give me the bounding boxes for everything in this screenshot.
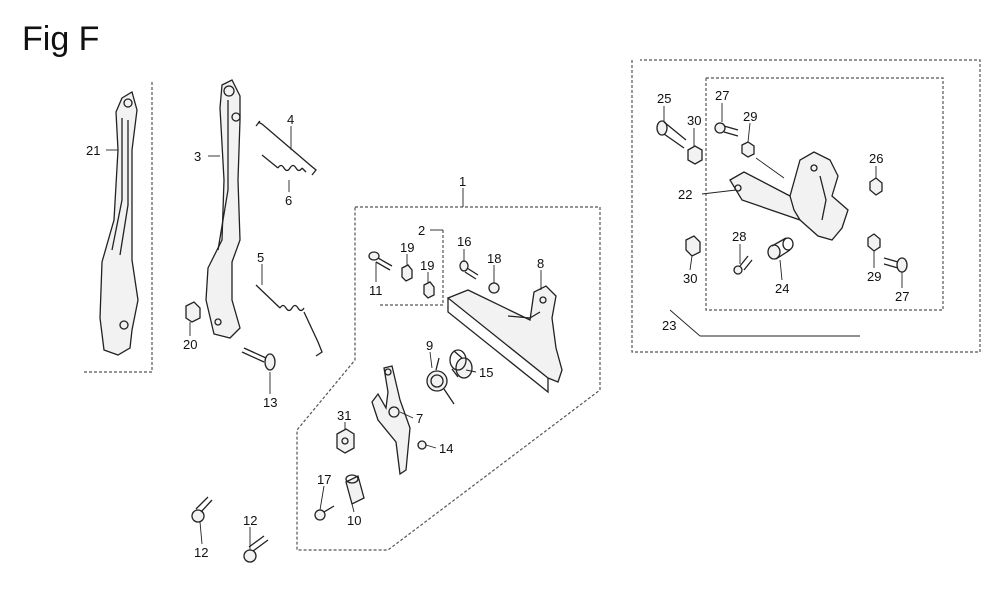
washer-14 xyxy=(417,440,427,450)
callout-18: 18 xyxy=(487,251,501,266)
bolt-13 xyxy=(241,347,276,371)
callout-27a: 27 xyxy=(715,88,729,103)
bolt-27b xyxy=(883,257,908,273)
spring-9 xyxy=(426,357,455,405)
screw-17 xyxy=(314,505,335,521)
callout-5: 5 xyxy=(257,250,264,265)
callout-28: 28 xyxy=(732,229,746,244)
callout-15: 15 xyxy=(479,365,493,380)
callout-26: 26 xyxy=(869,151,883,166)
callout-12a: 12 xyxy=(194,545,208,560)
callout-14: 14 xyxy=(439,441,453,456)
lever-3 xyxy=(205,79,241,339)
callout-12b: 12 xyxy=(243,513,257,528)
callout-25: 25 xyxy=(657,91,671,106)
bolt-11 xyxy=(368,251,393,271)
nut-30a xyxy=(687,145,703,165)
bolt-12a xyxy=(191,496,213,523)
bushing-10 xyxy=(345,474,365,505)
callout-16: 16 xyxy=(457,234,471,249)
callout-19b: 19 xyxy=(420,258,434,273)
callout-19a: 19 xyxy=(400,240,414,255)
callout-8: 8 xyxy=(537,256,544,271)
callout-1: 1 xyxy=(459,174,466,189)
callout-30a: 30 xyxy=(687,113,701,128)
callout-3: 3 xyxy=(194,149,201,164)
group-23-boundary xyxy=(631,59,981,353)
collar-15 xyxy=(449,349,473,379)
callout-31: 31 xyxy=(337,408,351,423)
plate-22 xyxy=(729,151,849,241)
callout-23: 23 xyxy=(662,318,676,333)
callout-24: 24 xyxy=(775,281,789,296)
collar-24 xyxy=(767,237,794,260)
rod-4 xyxy=(255,120,317,176)
bolt-25 xyxy=(656,120,687,149)
group-1-boundary xyxy=(296,206,601,551)
callout-2: 2 xyxy=(418,223,425,238)
nut-19b xyxy=(423,281,435,299)
callout-7: 7 xyxy=(416,411,423,426)
callout-13: 13 xyxy=(263,395,277,410)
callout-labels: 21 3 4 6 5 20 13 1 2 16 18 8 19 19 11 9 … xyxy=(86,88,909,560)
bolt-12b xyxy=(243,535,269,563)
lever-7 xyxy=(371,365,411,476)
nut-19a xyxy=(401,264,413,282)
callout-20: 20 xyxy=(183,337,197,352)
lever-21 xyxy=(99,91,139,356)
callout-22: 22 xyxy=(678,187,692,202)
bolt-16 xyxy=(459,260,479,280)
nut-20 xyxy=(185,301,201,323)
callout-29b: 29 xyxy=(867,269,881,284)
bolt-27a xyxy=(714,122,739,137)
spring-6 xyxy=(261,154,307,173)
screw-28 xyxy=(733,255,753,275)
callout-30b: 30 xyxy=(683,271,697,286)
nut-31 xyxy=(336,428,355,454)
nut-26 xyxy=(869,177,883,196)
callout-4: 4 xyxy=(287,112,294,127)
callout-29a: 29 xyxy=(743,109,757,124)
nut-30b xyxy=(685,235,701,257)
nut-29a xyxy=(741,141,755,158)
figure-title: Fig F xyxy=(22,20,99,58)
callout-27b: 27 xyxy=(895,289,909,304)
callout-21: 21 xyxy=(86,143,100,158)
spring-rod-5 xyxy=(255,284,323,357)
callout-17: 17 xyxy=(317,472,331,487)
nut-29b xyxy=(867,233,881,252)
lever-21-boundary xyxy=(82,82,153,373)
callout-9: 9 xyxy=(426,338,433,353)
callout-10: 10 xyxy=(347,513,361,528)
washer-18 xyxy=(488,282,500,294)
leader-lines xyxy=(106,103,903,550)
group-22-boundary xyxy=(705,77,944,311)
callout-6: 6 xyxy=(285,193,292,208)
group-2-boundary xyxy=(380,230,444,306)
callout-11: 11 xyxy=(369,283,383,298)
bracket-8 xyxy=(446,285,563,394)
